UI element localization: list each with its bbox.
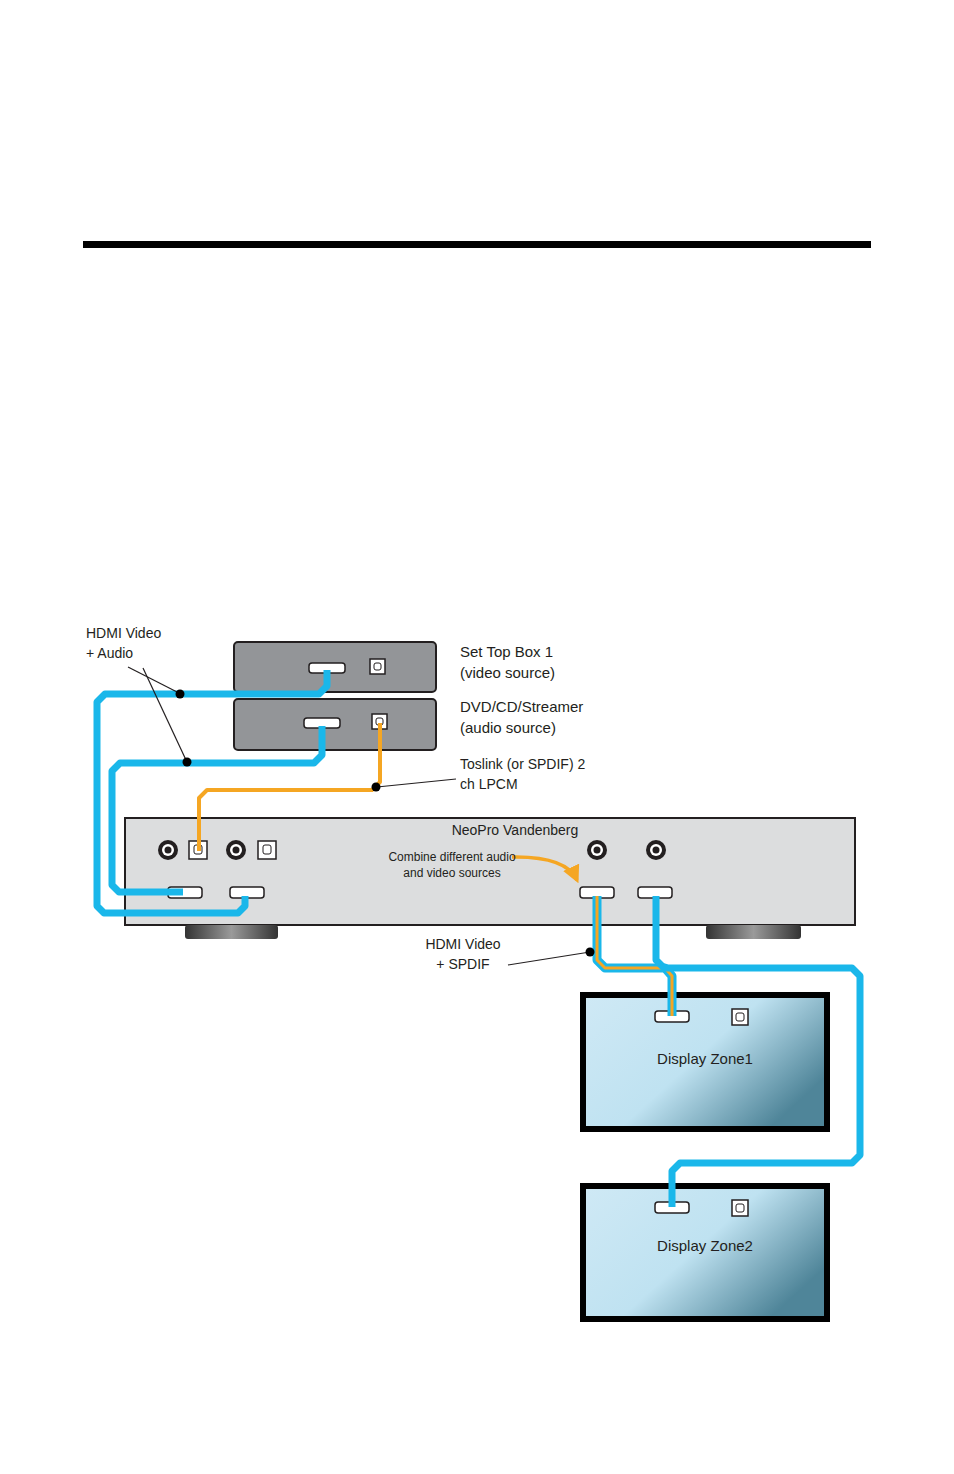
node-label: Display Zone1 bbox=[580, 1048, 830, 1069]
callout-label: HDMI Video + Audio bbox=[86, 624, 172, 663]
node-label: NeoPro Vandenberg bbox=[415, 821, 615, 841]
set-top-box: Set Top Box 1 (video source) bbox=[234, 642, 436, 692]
display-screen: Display Zone1 bbox=[580, 992, 830, 1132]
header-rule bbox=[83, 241, 871, 248]
audio-source-box: DVD/CD/Streamer (audio source) bbox=[234, 699, 436, 750]
cable bbox=[597, 896, 672, 1016]
device-housing bbox=[234, 699, 436, 750]
cable-label: HDMI Video + SPDIF bbox=[420, 935, 506, 974]
device-ports bbox=[168, 659, 748, 1216]
device-housing bbox=[234, 642, 436, 692]
cable bbox=[199, 723, 380, 851]
cable-stroke bbox=[199, 723, 380, 851]
node-shapes bbox=[125, 642, 855, 1319]
node-label: Display Zone2 bbox=[580, 1235, 830, 1256]
node-label: Set Top Box 1 (video source) bbox=[460, 641, 568, 683]
connector-group bbox=[97, 670, 860, 1207]
cable-stroke bbox=[597, 896, 672, 1016]
optical-port-inner bbox=[194, 663, 744, 1212]
chassis-housing bbox=[125, 818, 855, 925]
node-note: Combine different audio and video source… bbox=[378, 849, 526, 881]
device-foot bbox=[185, 925, 278, 939]
cable bbox=[112, 726, 322, 892]
processor-chassis: NeoPro VandenbergCombine different audio… bbox=[125, 818, 855, 925]
display-screen: Display Zone2 bbox=[580, 1183, 830, 1322]
cable-stroke bbox=[597, 896, 672, 1016]
callout-arrow bbox=[512, 857, 577, 880]
cable-label: Toslink (or SPDIF) 2 ch LPCM bbox=[460, 755, 590, 794]
node-label: DVD/CD/Streamer (audio source) bbox=[460, 696, 598, 738]
device-foot bbox=[706, 925, 801, 939]
cable-stroke bbox=[112, 726, 322, 892]
